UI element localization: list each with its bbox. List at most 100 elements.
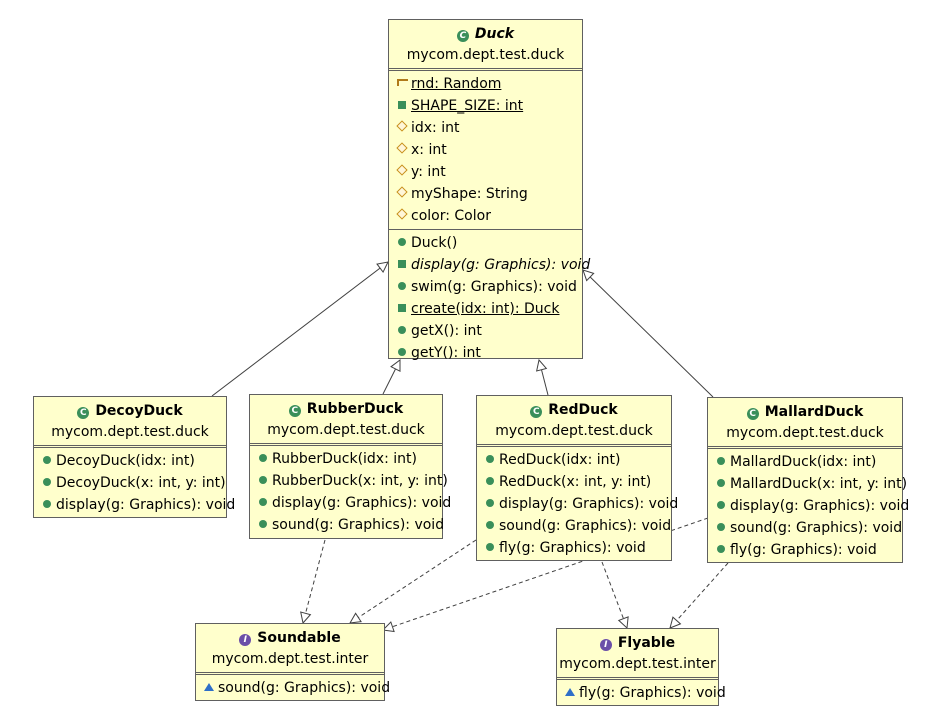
static-method-icon (398, 304, 406, 312)
public-method-icon (486, 499, 494, 507)
edge-rubber-implements-soundable (303, 539, 326, 623)
method-fly[interactable]: fly(g: Graphics): void (708, 539, 902, 561)
public-method-icon (259, 520, 267, 528)
public-method-icon (486, 543, 494, 551)
field-x[interactable]: x: int (389, 139, 582, 161)
public-method-icon (259, 498, 267, 506)
abstract-method-icon (204, 683, 214, 691)
method-rubber-constructor-idx[interactable]: RubberDuck(idx: int) (250, 448, 442, 470)
package-name: mycom.dept.test.duck (495, 423, 653, 439)
method-fly[interactable]: fly(g: Graphics): void (557, 682, 726, 704)
package-name: mycom.dept.test.duck (51, 424, 209, 440)
package-field-icon (396, 164, 408, 176)
edge-rubber-extends-duck (382, 360, 400, 395)
method-sound[interactable]: sound(g: Graphics): void (250, 514, 444, 536)
method-display[interactable]: display(g: Graphics): void (34, 494, 235, 516)
public-method-icon (398, 282, 406, 290)
edge-decoy-extends-duck (211, 262, 388, 397)
methods-section: sound(g: Graphics): void (196, 675, 390, 701)
method-sound[interactable]: sound(g: Graphics): void (477, 515, 671, 537)
methods-section: DecoyDuck(idx: int) DecoyDuck(x: int, y:… (34, 448, 235, 518)
field-rnd[interactable]: rnd: Random (389, 73, 582, 95)
edge-red-implements-soundable (350, 539, 477, 623)
method-mallard-constructor-idx[interactable]: MallardDuck(idx: int) (708, 451, 902, 473)
methods-section: RubberDuck(idx: int) RubberDuck(x: int, … (250, 446, 451, 538)
method-duck-constructor[interactable]: Duck() (389, 232, 582, 254)
interface-name: Soundable (257, 630, 341, 646)
public-method-icon (43, 500, 51, 508)
method-display[interactable]: display(g: Graphics): void (250, 492, 451, 514)
package-field-icon (396, 208, 408, 220)
constructor-icon (259, 476, 267, 484)
method-display[interactable]: display(g: Graphics): void (389, 254, 590, 276)
fields-section: rnd: Random SHAPE_SIZE: int idx: int x: … (389, 71, 582, 229)
field-shape-size[interactable]: SHAPE_SIZE: int (389, 95, 582, 117)
class-icon: C (77, 407, 90, 419)
method-sound[interactable]: sound(g: Graphics): void (196, 677, 390, 699)
interface-flyable[interactable]: I Flyable mycom.dept.test.inter fly(g: Gr… (556, 628, 726, 706)
constructor-icon (486, 455, 494, 463)
methods-section: fly(g: Graphics): void (557, 680, 726, 706)
static-field-icon (396, 79, 408, 86)
method-rubber-constructor-xy[interactable]: RubberDuck(x: int, y: int) (250, 470, 448, 492)
constructor-icon (43, 478, 51, 486)
public-method-icon (398, 326, 406, 334)
method-red-constructor-xy[interactable]: RedDuck(x: int, y: int) (477, 471, 671, 493)
public-method-icon (486, 521, 494, 529)
package-field-icon (396, 142, 408, 154)
methods-section: MallardDuck(idx: int) MallardDuck(x: int… (708, 449, 909, 563)
interface-icon: I (599, 639, 612, 651)
method-decoy-constructor-xy[interactable]: DecoyDuck(x: int, y: int) (34, 472, 226, 494)
package-name: mycom.dept.test.duck (406, 47, 565, 63)
interface-name: Flyable (617, 635, 676, 651)
interface-soundable[interactable]: I Soundable mycom.dept.test.inter sound(g… (195, 623, 390, 701)
interface-icon: I (239, 634, 252, 646)
class-icon: C (288, 405, 301, 417)
constructor-icon (717, 457, 725, 465)
public-method-icon (717, 523, 725, 531)
static-field-icon (398, 101, 406, 109)
class-icon: C (530, 406, 543, 418)
field-myshape[interactable]: myShape: String (389, 183, 582, 205)
abstract-method-icon (398, 260, 406, 268)
edge-red-implements-flyable (601, 561, 627, 628)
field-y[interactable]: y: int (389, 161, 582, 183)
package-name: mycom.dept.test.duck (726, 425, 884, 441)
class-name: Duck (474, 26, 515, 42)
public-method-icon (717, 501, 725, 509)
constructor-icon (259, 454, 267, 462)
constructor-icon (398, 238, 406, 246)
method-create[interactable]: create(idx: int): Duck (389, 298, 582, 320)
field-idx[interactable]: idx: int (389, 117, 582, 139)
package-name: mycom.dept.test.inter (559, 656, 716, 672)
constructor-icon (43, 456, 51, 464)
public-method-icon (398, 348, 406, 356)
package-name: mycom.dept.test.duck (267, 422, 425, 438)
class-name: RubberDuck (306, 401, 404, 417)
method-decoy-constructor-idx[interactable]: DecoyDuck(idx: int) (34, 450, 226, 472)
class-icon: C (456, 30, 469, 42)
method-red-constructor-idx[interactable]: RedDuck(idx: int) (477, 449, 671, 471)
constructor-icon (717, 479, 725, 487)
method-getx[interactable]: getX(): int (389, 320, 582, 342)
methods-section: RedDuck(idx: int) RedDuck(x: int, y: int… (477, 447, 678, 561)
class-rubberduck[interactable]: C RubberDuck mycom.dept.test.duck RubberD… (249, 394, 451, 539)
method-gety[interactable]: getY(): int (389, 342, 582, 364)
public-method-icon (717, 545, 725, 553)
package-field-icon (396, 120, 408, 132)
abstract-method-icon (565, 688, 575, 696)
method-mallard-constructor-xy[interactable]: MallardDuck(x: int, y: int) (708, 473, 907, 495)
method-display[interactable]: display(g: Graphics): void (477, 493, 678, 515)
method-display[interactable]: display(g: Graphics): void (708, 495, 909, 517)
method-sound[interactable]: sound(g: Graphics): void (708, 517, 902, 539)
package-field-icon (396, 186, 408, 198)
method-swim[interactable]: swim(g: Graphics): void (389, 276, 582, 298)
field-color[interactable]: color: Color (389, 205, 582, 227)
class-name: MallardDuck (764, 404, 864, 420)
method-fly[interactable]: fly(g: Graphics): void (477, 537, 671, 559)
class-duck[interactable]: C Duck mycom.dept.test.duck rnd: Random S… (388, 19, 590, 361)
package-name: mycom.dept.test.inter (211, 651, 369, 667)
